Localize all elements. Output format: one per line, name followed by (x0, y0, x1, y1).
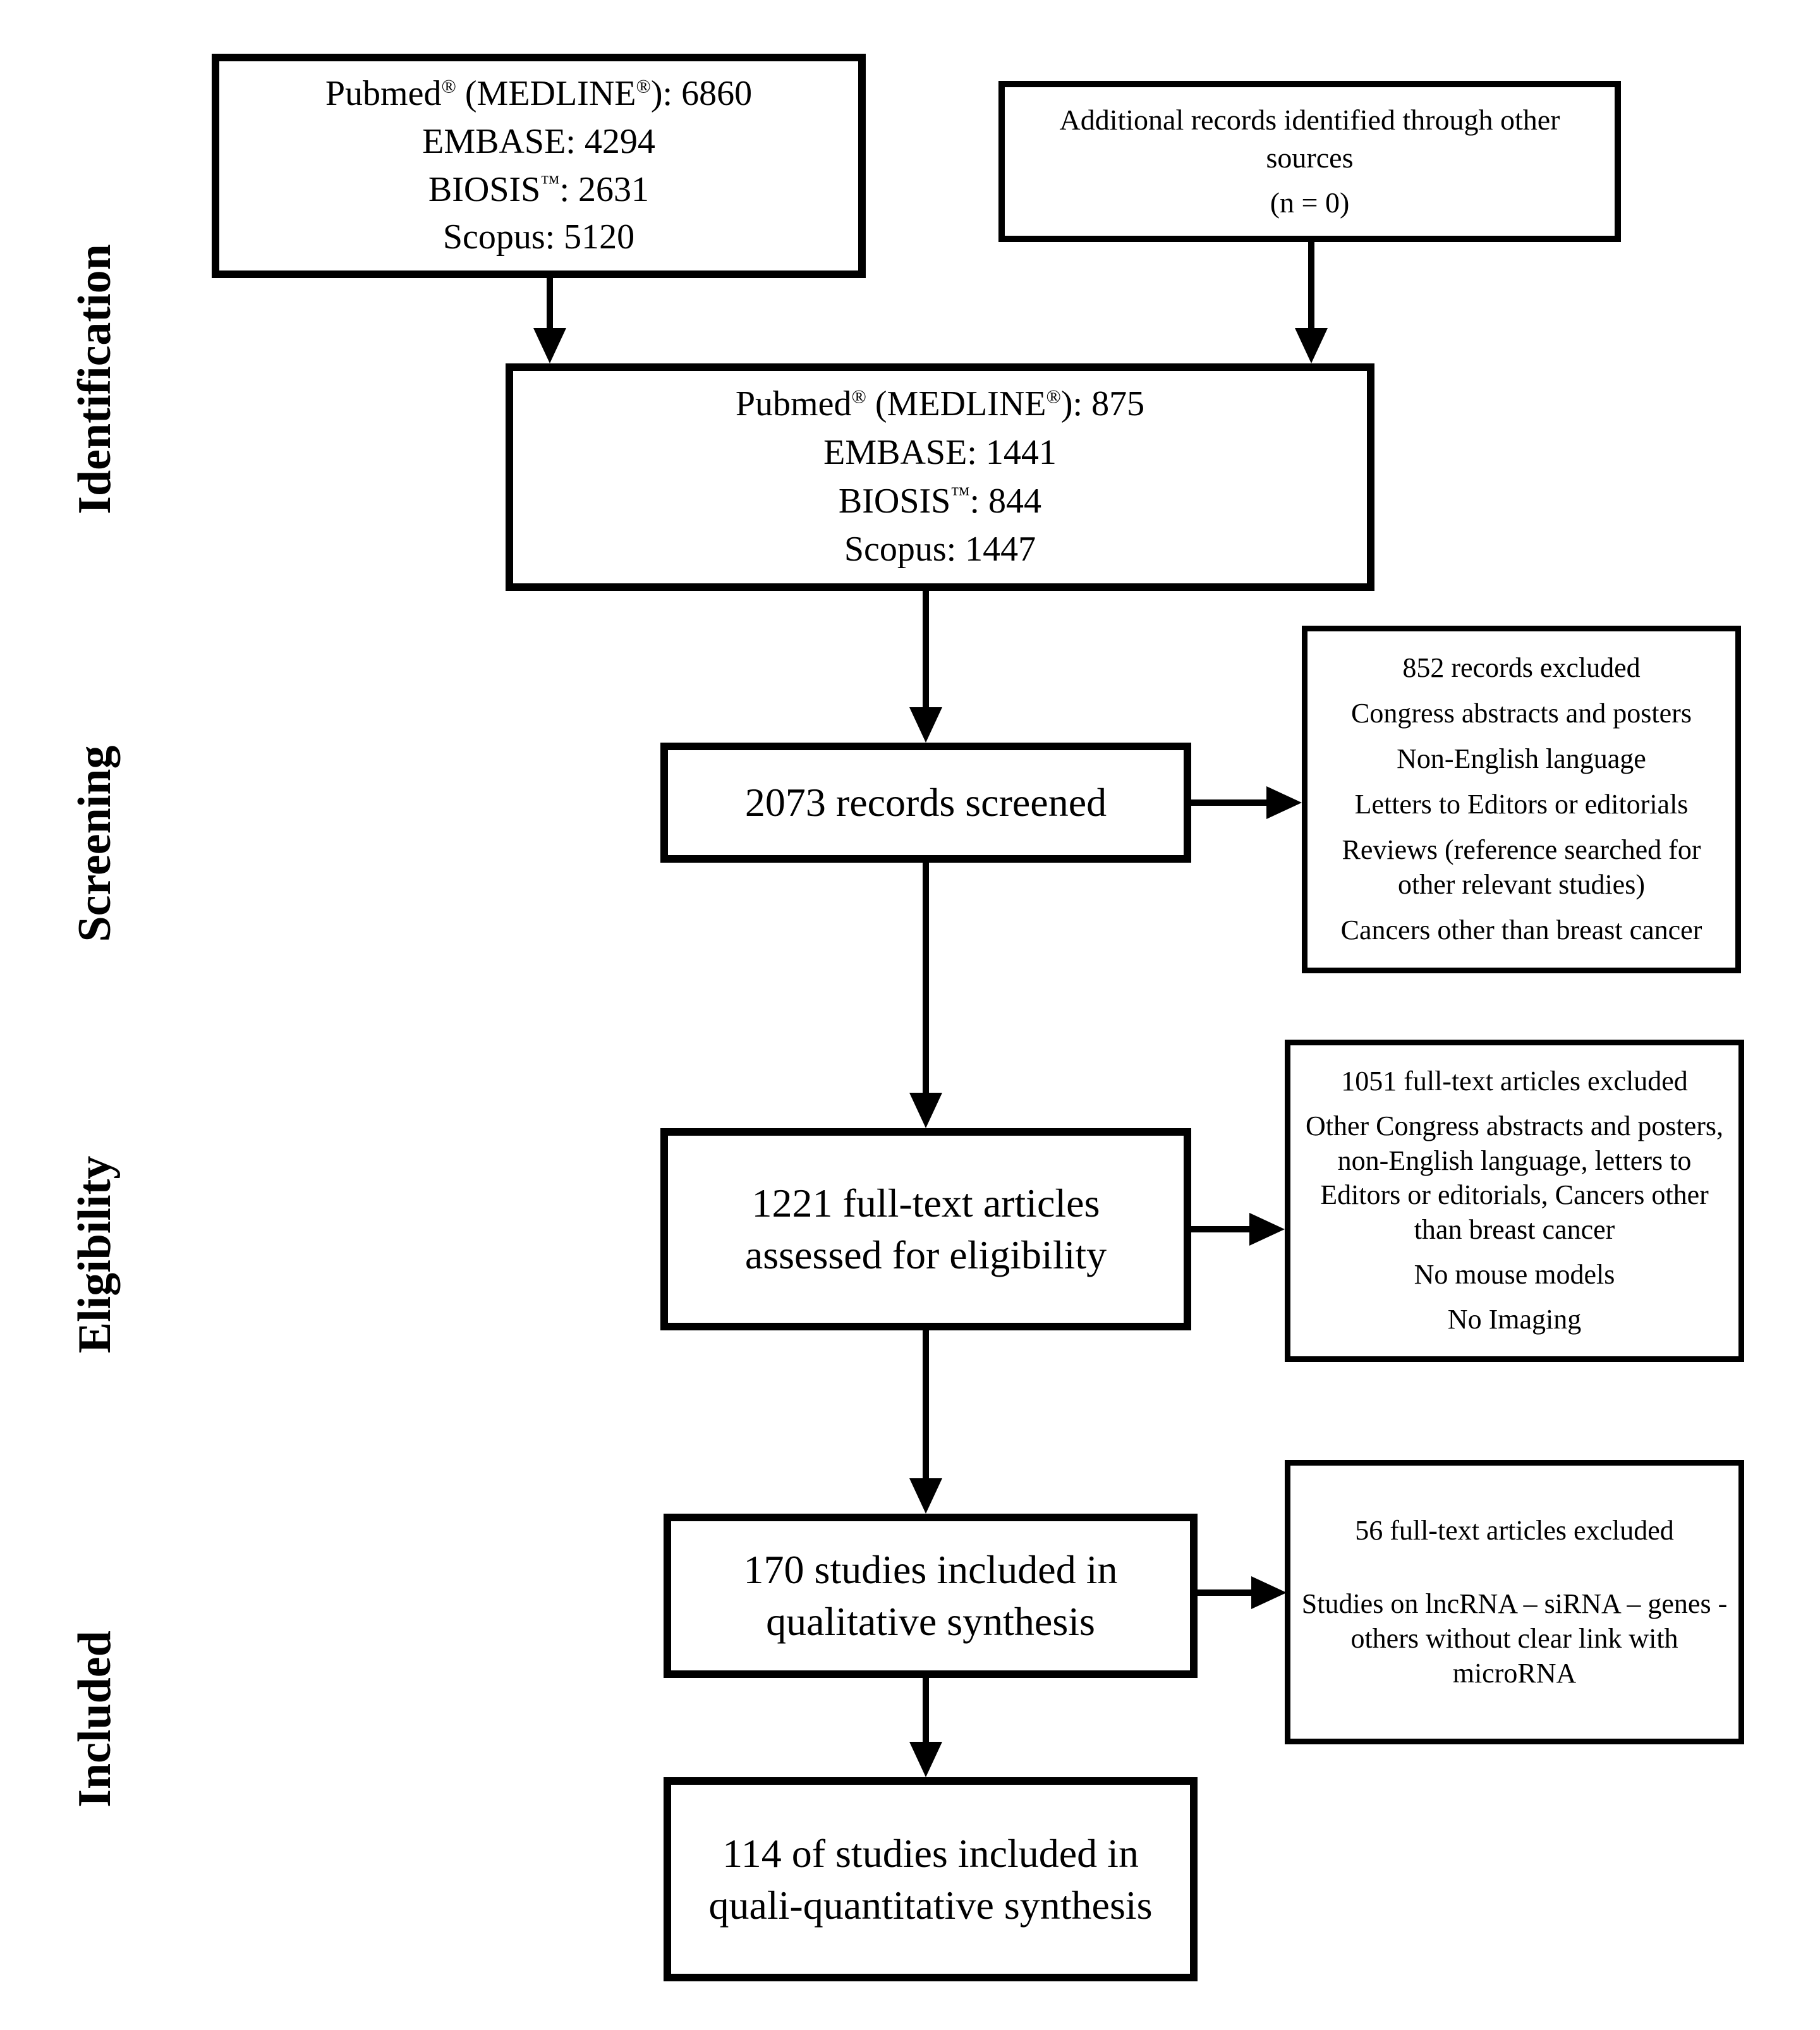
box-quantitative-synthesis: 114 of studies included in quali-quantit… (664, 1777, 1198, 1981)
box-fulltext-assessed: 1221 full-text articles assessed for eli… (660, 1128, 1191, 1330)
db-pubmed-count-dedup: Pubmed® (MEDLINE®): 875 (735, 384, 1145, 424)
db-biosis-count-dedup: BIOSIS™: 844 (838, 481, 1042, 521)
box-additional-records: Additional records identified through ot… (998, 81, 1621, 242)
exclusion-reason: Non-English language (1397, 743, 1646, 775)
records-screened-text: 2073 records screened (744, 780, 1107, 825)
additional-records-count: (n = 0) (1270, 186, 1350, 219)
db-scopus-count: Scopus: 5120 (442, 217, 635, 257)
db-scopus-count-dedup: Scopus: 1447 (844, 530, 1036, 569)
box-qualitative-synthesis: 170 studies included in qualitative synt… (664, 1514, 1198, 1678)
qualitative-synthesis-text: 170 studies included in qualitative synt… (743, 1547, 1118, 1644)
fulltext-assessed-text: 1221 full-text articles assessed for eli… (744, 1181, 1107, 1277)
qualitative-excluded-title: 56 full-text articles excluded (1355, 1514, 1674, 1546)
quantitative-synthesis-text: 114 of studies included in quali-quantit… (708, 1830, 1153, 1928)
db-embase-count-dedup: EMBASE: 1441 (823, 433, 1057, 473)
box-records-screened: 2073 records screened (660, 743, 1191, 863)
records-excluded-title: 852 records excluded (1402, 652, 1641, 684)
db-biosis-count: BIOSIS™: 2631 (428, 169, 650, 209)
arrow-assessed-to-qualitative (909, 1330, 942, 1514)
box-fulltext-excluded: 1051 full-text articles excluded Other C… (1285, 1040, 1744, 1362)
db-embase-count: EMBASE: 4294 (422, 122, 655, 162)
additional-records-text: Additional records identified through ot… (1059, 103, 1560, 174)
exclusion-reason: Cancers other than breast cancer (1340, 915, 1702, 945)
exclusion-reason: No mouse models (1414, 1259, 1615, 1290)
arrow-qualitative-to-excluded (1191, 1576, 1287, 1609)
exclusion-reason: Studies on lncRNA – siRNA – genes - othe… (1301, 1588, 1728, 1689)
exclusion-reason: Congress abstracts and posters (1351, 698, 1692, 729)
arrow-additional-to-merged (1295, 241, 1328, 363)
exclusion-reason: Reviews (reference searched for other re… (1342, 834, 1701, 900)
arrow-screened-to-assessed (909, 863, 942, 1128)
box-deduplicated-records: Pubmed® (MEDLINE®): 875 EMBASE: 1441 BIO… (506, 363, 1374, 591)
arrow-assessed-to-excluded (1191, 1213, 1285, 1246)
exclusion-reason: Other Congress abstracts and posters, no… (1305, 1110, 1724, 1246)
db-pubmed-count: Pubmed® (MEDLINE®): 6860 (325, 74, 753, 114)
exclusion-reason: Letters to Editors or editorials (1354, 789, 1689, 820)
box-qualitative-excluded: 56 full-text articles excluded Studies o… (1285, 1460, 1744, 1744)
box-records-excluded: 852 records excluded Congress abstracts … (1302, 626, 1741, 973)
arrow-screened-to-excluded (1191, 786, 1302, 819)
fulltext-excluded-title: 1051 full-text articles excluded (1341, 1066, 1688, 1097)
arrow-qualitative-to-quantitative (909, 1678, 942, 1777)
arrow-merged-to-screened (909, 591, 942, 743)
box-records-identified: Pubmed® (MEDLINE®): 6860 EMBASE: 4294 BI… (212, 54, 866, 278)
arrow-identified-to-merged (533, 278, 566, 363)
exclusion-reason: No Imaging (1447, 1303, 1582, 1335)
